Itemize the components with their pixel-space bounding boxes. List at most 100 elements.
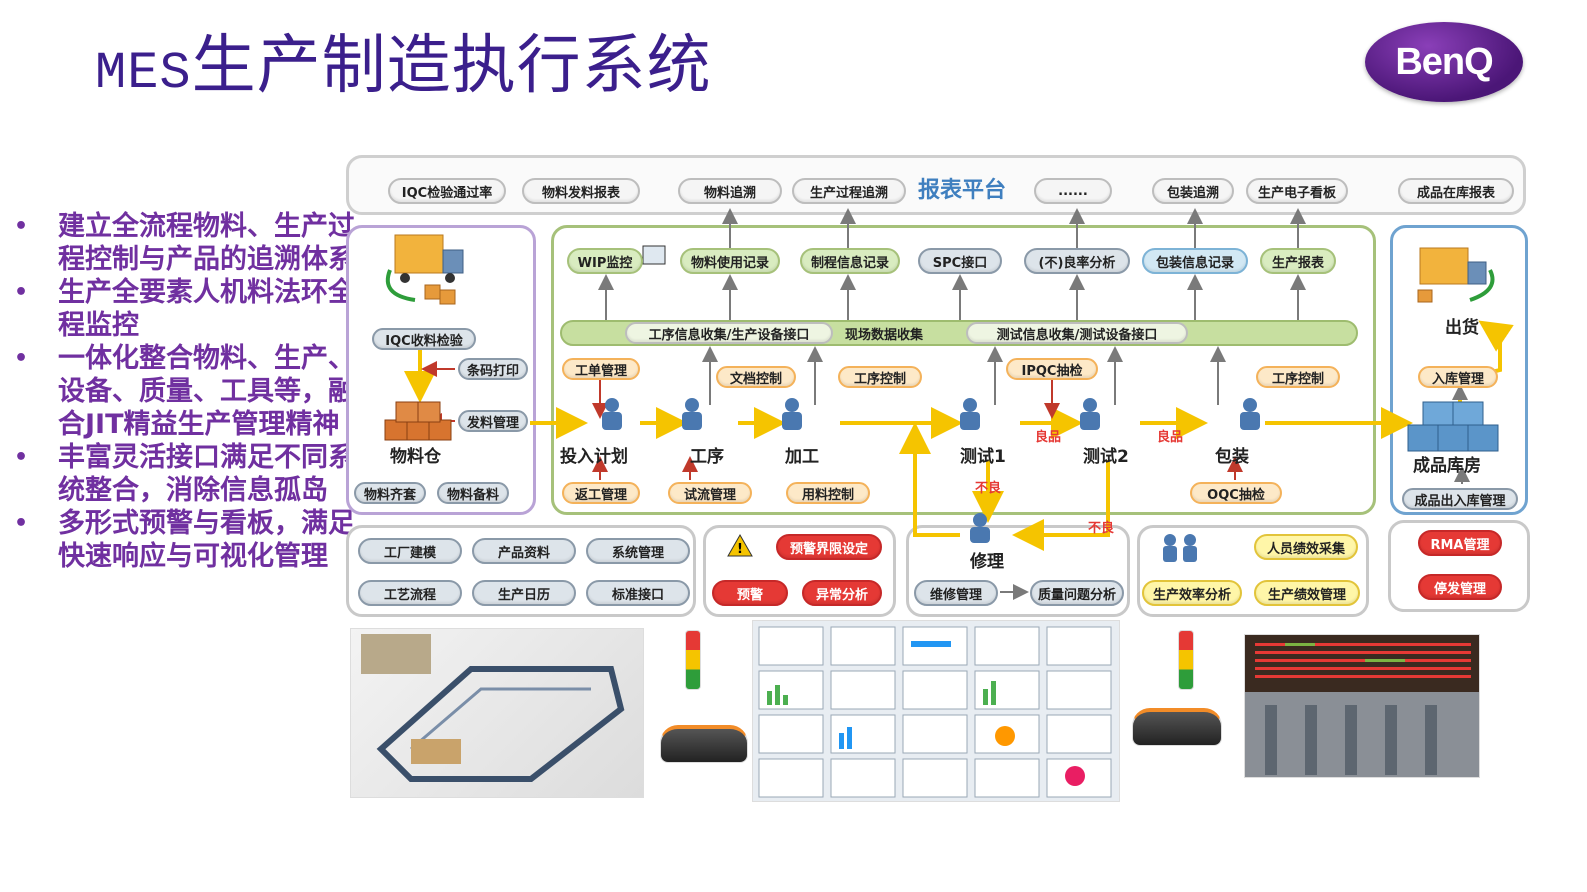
led-board-icon [1255, 643, 1471, 775]
warehouse-label: 物料仓 [390, 447, 441, 467]
andon-light-right [1178, 630, 1194, 690]
collect-mid: 现场数据收集 [845, 328, 924, 343]
bullet-text: 生产全要素人机料法环全程监控 [58, 277, 355, 341]
efficiency-analysis: 生产效率分析 [1142, 580, 1242, 606]
step-test-2: 测试2 [1083, 447, 1129, 467]
packing-record: 包装信息记录 [1142, 248, 1248, 274]
collect-left: 工序信息收集/生产设备接口 [625, 322, 833, 344]
rework-mgmt: 返工管理 [562, 482, 640, 504]
andon-light-left [685, 630, 701, 690]
production-report: 生产报表 [1260, 248, 1336, 274]
report-item: ...... [1034, 178, 1112, 204]
collect-right: 测试信息收集/测试设备接口 [966, 322, 1188, 344]
title-prefix: MES [95, 44, 192, 103]
list-item: •多形式预警与看板，满足快速响应与可视化管理 [10, 507, 355, 573]
stop-ship-mgmt: 停发管理 [1418, 574, 1502, 600]
good-label-2: 良品 [1157, 430, 1184, 445]
step-packing: 包装 [1215, 447, 1249, 467]
alert-threshold: 预警界限设定 [776, 534, 882, 560]
bullet-icon: • [14, 280, 29, 305]
list-item: • 建立全流程物料、生产过程控制与产品的追溯体系 [10, 210, 355, 276]
material-usage: 物料使用记录 [680, 248, 780, 274]
anomaly-analysis: 异常分析 [802, 580, 882, 606]
process-control-1: 工序控制 [838, 366, 922, 388]
alert-warn: 预警 [712, 580, 788, 606]
doc-control: 文档控制 [716, 366, 796, 388]
dashboard-wall-image [752, 620, 1120, 802]
kitting: 物料齐套 [354, 482, 426, 504]
page-title: MES生产制造执行系统 [95, 26, 712, 114]
title-main: 生产制造执行系统 [191, 29, 712, 103]
standard-interface: 标准接口 [586, 580, 690, 606]
work-order-mgmt: 工单管理 [562, 358, 640, 380]
production-calendar: 生产日历 [472, 580, 576, 606]
agv-robot-right [1132, 708, 1222, 746]
warning-icon: ! [727, 533, 753, 557]
finished-io-mgmt: 成品出入库管理 [1402, 488, 1518, 510]
process-record: 制程信息记录 [800, 248, 900, 274]
rma-mgmt: RMA管理 [1418, 530, 1502, 556]
bullet-text: 建立全流程物料、生产过程控制与产品的追溯体系 [58, 211, 355, 275]
agv-robot-left [660, 725, 748, 763]
barcode-print: 条码打印 [458, 358, 528, 380]
bullet-icon: • [14, 445, 29, 470]
inbound-mgmt: 入库管理 [1418, 366, 1498, 388]
stock-icon [1407, 401, 1499, 452]
finished-warehouse: 成品库房 [1413, 456, 1481, 476]
report-item: IQC检验通过率 [388, 178, 506, 204]
good-label-1: 良品 [1035, 430, 1062, 445]
report-item: 包装追溯 [1152, 178, 1234, 204]
list-item: • 生产全要素人机料法环全程监控 [10, 276, 355, 342]
bad-label-2: 不良 [1088, 521, 1115, 536]
spc-interface: SPC接口 [918, 248, 1002, 274]
svg-text:!: ! [737, 542, 743, 557]
report-item: 物料追溯 [678, 178, 782, 204]
performance-mgmt: 生产绩效管理 [1254, 580, 1360, 606]
staff-perf-collect: 人员绩效采集 [1254, 534, 1358, 560]
wip-monitor: WIP监控 [567, 248, 643, 274]
material-control: 用料控制 [786, 482, 870, 504]
truck-icon [385, 234, 464, 305]
material-prep: 物料备料 [437, 482, 509, 504]
dashboard-grid-icon [758, 626, 1112, 798]
bullet-icon: • [14, 214, 29, 239]
product-data: 产品资料 [472, 538, 576, 564]
oqc-sampling: OQC抽检 [1190, 482, 1282, 504]
yield-analysis: (不)良率分析 [1024, 248, 1130, 274]
report-item: 物料发料报表 [522, 178, 640, 204]
iqc-label: IQC收料检验 [372, 328, 476, 350]
worker-icons [602, 398, 1260, 562]
boxes-icon [384, 401, 452, 441]
factory-layout-image [350, 628, 644, 798]
bad-label-1: 不良 [975, 481, 1002, 496]
repair-label: 修理 [970, 552, 1004, 572]
bullet-text: 丰富灵活接口满足不同系统整合，消除信息孤岛 [58, 442, 355, 506]
process-route: 工艺流程 [358, 580, 462, 606]
benq-logo: BenQ [1365, 22, 1523, 102]
bullet-text: 一体化整合物料、生产、设备、质量、工具等，融合JIT精益生产管理精神 [58, 343, 355, 440]
trial-run-mgmt: 试流管理 [668, 482, 752, 504]
report-item: 生产过程追溯 [792, 178, 906, 204]
step-process: 工序 [690, 447, 724, 467]
ship-truck-icon [1417, 247, 1495, 303]
conveyor-icon [361, 634, 625, 782]
step-machining: 加工 [785, 447, 819, 467]
step-plan: 投入计划 [560, 447, 628, 467]
report-item: 成品在库报表 [1398, 178, 1514, 204]
system-mgmt: 系统管理 [586, 538, 690, 564]
list-item: • 丰富灵活接口满足不同系统整合，消除信息孤岛 [10, 441, 355, 507]
process-control-2: 工序控制 [1256, 366, 1340, 388]
warehouse-board-image [1244, 634, 1480, 778]
ipqc-sampling: IPQC抽检 [1006, 358, 1098, 380]
ship-label: 出货 [1445, 318, 1479, 338]
bullet-icon: • [14, 346, 29, 371]
feature-list: •建立全流程物料、生产过程控制与产品的追溯体系 •生产全要素人机料法环全程监控 … [10, 210, 355, 573]
list-item: • 一体化整合物料、生产、设备、质量、工具等，融合JIT精益生产管理精神 [10, 342, 355, 441]
report-item: 生产电子看板 [1246, 178, 1348, 204]
issue-mgmt: 发料管理 [458, 410, 528, 432]
quality-analysis: 质量问题分析 [1030, 580, 1124, 606]
monitor-icon [642, 245, 666, 265]
bullet-text: 多形式预警与看板，满足快速响应与可视化管理 [58, 508, 355, 572]
factory-modeling: 工厂建模 [358, 538, 462, 564]
